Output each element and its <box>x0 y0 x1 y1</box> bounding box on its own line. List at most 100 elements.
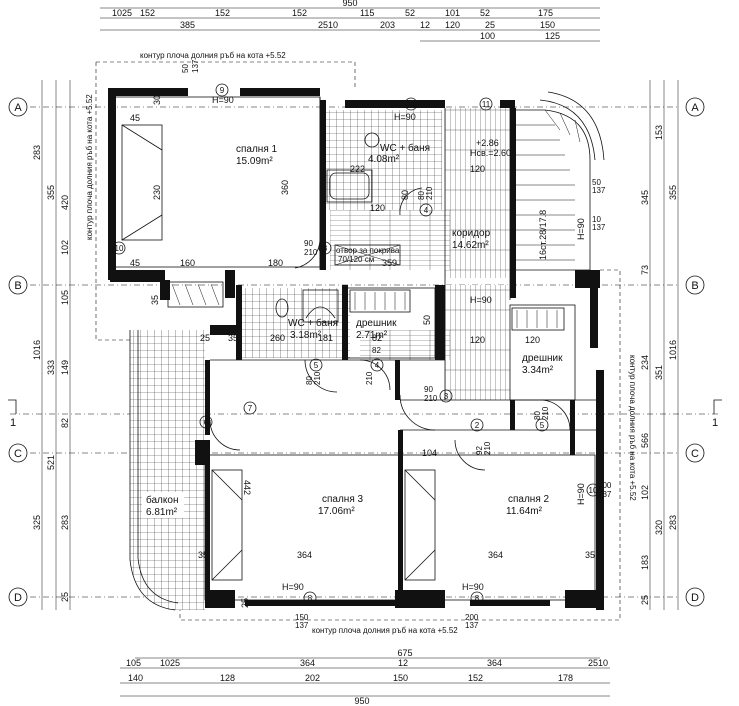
inner-dim-25: 442 <box>242 480 252 495</box>
room-name-wc2: WC + баня <box>288 317 338 329</box>
floor-finishes <box>130 108 510 610</box>
inner-dim-11: 260 <box>270 333 285 343</box>
axis-label-b: B <box>14 280 21 292</box>
inner-dim-9: 25 <box>200 333 210 343</box>
inner-dim-13: 82 <box>372 333 382 343</box>
window-label-6: H=90 <box>576 483 586 505</box>
room-name-bed2: спалня 2 <box>508 494 550 505</box>
window-frac-2: 137 <box>191 59 200 73</box>
inner-dim-26: 35 <box>198 550 208 560</box>
room-name-bath: WC + баня <box>380 142 430 154</box>
door-size-7a: 92 <box>475 446 484 455</box>
inner-dims: 45 30 230 360 160 180 45 35 25 35 260 18… <box>130 95 595 608</box>
door-size-4b: 210 <box>424 394 438 403</box>
door-number-3b: 3 <box>444 392 449 401</box>
roof-opening-line1: отвор за покрива <box>336 246 400 255</box>
axis-label-c: C <box>14 448 22 460</box>
window-label-1: H=90 <box>212 95 234 105</box>
room-area-closet1: 2.71m² <box>356 330 388 341</box>
dim-top-r2-2: 2510 <box>318 20 338 30</box>
dim-right-10: 320 <box>654 520 664 535</box>
window-frac-4: 137 <box>592 223 606 232</box>
dims-bottom: 675 105 1025 364 12 364 2510 140 128 202… <box>120 648 610 706</box>
door-number-11a: 11 <box>407 100 416 109</box>
dim-top-r2-3: 203 <box>380 20 395 30</box>
door-size-5a: 80 <box>305 376 314 385</box>
dim-left-10: 521 <box>46 455 56 470</box>
dim-right-5: 1016 <box>668 340 678 360</box>
inner-dim-5: 160 <box>180 258 195 268</box>
axis-label-b-right: B <box>691 280 698 292</box>
window-label-7: H=90 <box>576 218 586 240</box>
room-name-closet2: дрешник <box>522 353 563 364</box>
dim-top-9: 175 <box>538 8 553 18</box>
dim-bottom-6: 2510 <box>588 658 608 668</box>
dim-top-r2-4: 12 <box>420 20 430 30</box>
inner-dim-24: 364 <box>488 550 503 560</box>
door-number-3a: 3 <box>323 244 328 253</box>
dim-right-1: 153 <box>654 125 664 140</box>
inner-dim-22: 104 <box>422 448 437 458</box>
slab-contour: контур плоча долния ръб на кота +5.52 ко… <box>85 51 637 635</box>
dim-left-5: 105 <box>60 290 70 305</box>
window-frac-12: 137 <box>465 621 479 630</box>
dim-top-r2-7: 150 <box>540 20 555 30</box>
door-number-8b: 8 <box>475 594 480 603</box>
dim-bottom-r2-3: 202 <box>305 673 320 683</box>
section-marks: 1 1 <box>8 399 722 429</box>
window-tags: 9 11 11 10 10 8 8 3 4 5 4 3 2 5 6 7 50 1… <box>112 59 612 630</box>
dim-top-5: 115 <box>360 8 374 18</box>
room-area-wc2: 3.18m² <box>290 330 322 341</box>
window-frac-6: 137 <box>592 186 606 195</box>
dim-top-r3-1: 100 <box>480 31 495 41</box>
roof-opening-label: отвор за покрива 70/120 см <box>336 246 400 264</box>
door-size-5b: 210 <box>313 371 322 385</box>
inner-dim-18: 120 <box>370 203 385 213</box>
dim-right-7: 351 <box>654 365 664 380</box>
axis-label-c-right: C <box>691 448 699 460</box>
inner-dim-19: 359 <box>382 258 397 268</box>
dim-left-1: 283 <box>32 145 42 160</box>
inner-dim-28: 25 <box>240 598 250 608</box>
room-area-balcony: 6.81m² <box>146 507 178 518</box>
inner-dim-27: 35 <box>585 550 595 560</box>
dim-bottom-2: 1025 <box>160 658 180 668</box>
window-label-3: H=90 <box>470 295 492 305</box>
door-size-3b: 210 <box>365 371 374 385</box>
dim-bottom-r2-2: 128 <box>220 673 235 683</box>
window-frac-7: 100 <box>598 481 612 490</box>
window-frac-11: 200 <box>465 613 479 622</box>
inner-dim-17: 120 <box>525 335 540 345</box>
dim-left-7: 149 <box>60 360 70 375</box>
dim-bottom-r2-6: 178 <box>558 673 573 683</box>
room-area-bath: 4.08m² <box>368 154 400 165</box>
stair-level: +2.86 <box>476 138 499 148</box>
window-frac-5: 50 <box>592 178 601 187</box>
room-labels: спалня 1 15.09m² WC + баня 4.08m² коридо… <box>142 142 563 518</box>
dim-top-6: 52 <box>405 8 415 18</box>
dim-top-2: 152 <box>140 8 155 18</box>
inner-dim-4: 360 <box>280 180 290 195</box>
door-number-11b: 11 <box>482 100 491 109</box>
dim-top-3: 152 <box>215 8 230 18</box>
inner-dim-23: 364 <box>297 550 312 560</box>
inner-dim-10: 35 <box>228 333 238 343</box>
dim-right-6: 234 <box>640 355 650 370</box>
door-number-4a: 4 <box>424 206 429 215</box>
doors <box>209 187 571 471</box>
door-number-4b: 4 <box>375 361 380 370</box>
dim-left-8: 333 <box>46 360 56 375</box>
door-number-6: 6 <box>204 418 209 427</box>
dim-bottom-r2-4: 150 <box>393 673 408 683</box>
room-area-closet2: 3.34m² <box>522 365 554 376</box>
door-number-2: 2 <box>475 421 480 430</box>
dim-bottom-3: 364 <box>300 658 315 668</box>
door-number-9: 9 <box>220 86 225 95</box>
window-labels: H=90 H=90 H=90 H=90 H=90 H=90 H=90 <box>212 95 586 592</box>
room-name-bed1: спалня 1 <box>236 144 278 155</box>
dim-right-9: 102 <box>640 485 650 500</box>
door-number-5a: 5 <box>314 361 319 370</box>
dim-right-13: 25 <box>640 595 650 605</box>
dim-top-r3-2: 125 <box>545 31 560 41</box>
inner-dim-16: 120 <box>470 335 485 345</box>
